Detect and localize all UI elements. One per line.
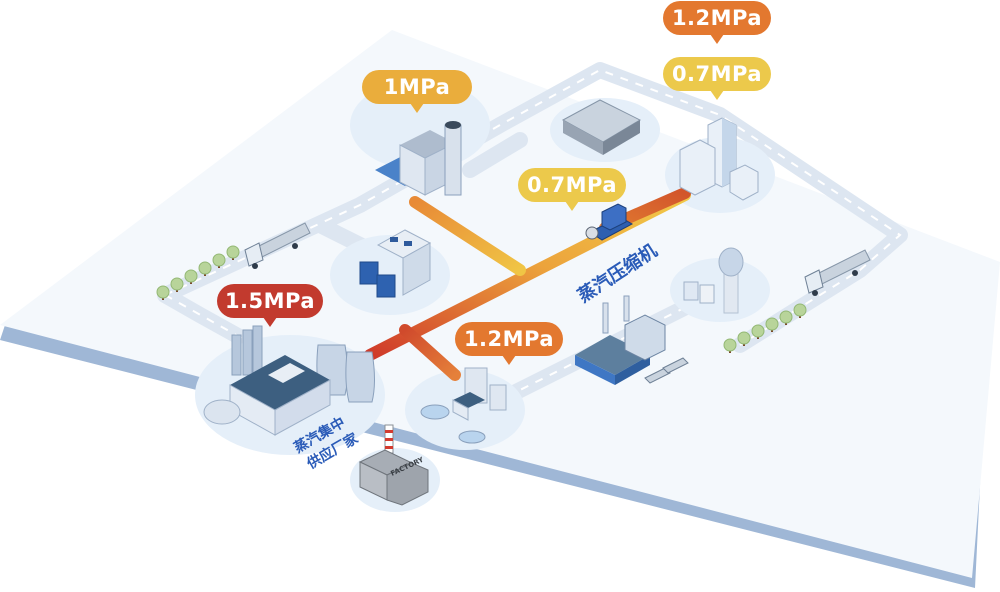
- chimney: [231, 334, 242, 376]
- road-dashes: [164, 68, 902, 401]
- pressure-tag-compressor: 0.7MPa: [518, 168, 626, 211]
- cooling-tower: [345, 351, 375, 403]
- tree-row-left: [156, 245, 240, 300]
- platform-top: [0, 30, 1000, 578]
- office-block: [729, 164, 759, 201]
- warehouse-wall: [603, 120, 640, 155]
- tree: [751, 324, 765, 339]
- supplier-wall: [274, 379, 331, 436]
- water-treatment-plant: [420, 367, 507, 444]
- tree: [793, 303, 807, 318]
- tree: [765, 317, 779, 332]
- pipe-branch-top-plant: [409, 196, 526, 276]
- chimney: [242, 329, 253, 376]
- platform: [0, 30, 1000, 588]
- pressure-tag-office-low: 0.7MPa: [663, 57, 771, 100]
- column-tower: [444, 124, 462, 196]
- chimney: [602, 302, 609, 334]
- road-segment: [462, 132, 528, 178]
- blue-tank: [359, 261, 379, 285]
- steam-pipes: [364, 187, 691, 381]
- solar-panel: [390, 237, 398, 242]
- clarifier-pool: [420, 404, 450, 420]
- column-tower-top: [445, 121, 461, 129]
- tree: [779, 310, 793, 325]
- industrial-complex: [575, 295, 689, 385]
- pressure-tag-supplier: 1.5MPa: [217, 284, 323, 327]
- storage-tank: [203, 399, 241, 425]
- road-dash-line: [164, 68, 902, 346]
- solar-panel: [404, 241, 412, 246]
- factory-wall: [386, 462, 429, 506]
- tanker-truck-left: [244, 222, 311, 269]
- tree: [170, 277, 184, 292]
- office-buildings: [679, 117, 759, 201]
- tanker-truck: [662, 357, 689, 374]
- building-roof: [400, 130, 455, 158]
- supplier-roof-block: [268, 363, 305, 383]
- tanker-truck-right: [804, 249, 871, 296]
- water-bottle-tank: [699, 284, 715, 304]
- pressure-tag-top-plant: 1MPa: [362, 70, 472, 113]
- complex-tower: [624, 314, 666, 361]
- water-tower-area: [683, 247, 744, 314]
- tree: [198, 261, 212, 276]
- compressor-fan: [585, 226, 599, 240]
- pressure-tag-water-treatment: 1.2MPa: [455, 322, 563, 365]
- tank-plant-wall: [402, 242, 431, 296]
- water-bottle-tank: [683, 281, 699, 301]
- tree: [737, 331, 751, 346]
- clarifier-pool: [458, 430, 486, 444]
- warehouse-wall: [563, 120, 603, 155]
- zone-water-tower: [670, 258, 770, 322]
- factory-building: FACTORY: [358, 424, 429, 506]
- tree: [723, 338, 737, 353]
- treatment-wall: [452, 399, 469, 421]
- pipe-branch-water-treatment: [399, 324, 461, 381]
- complex-wall: [615, 355, 650, 385]
- tanker-truck: [644, 367, 671, 384]
- tree: [184, 269, 198, 284]
- tree: [212, 253, 226, 268]
- storage-tank-plant: [359, 229, 432, 298]
- tree: [226, 245, 240, 260]
- road-dash-line: [499, 299, 701, 401]
- greenhouse-warehouse: [561, 99, 642, 155]
- water-tower-tank: [718, 247, 744, 277]
- supplier-roof: [230, 355, 330, 410]
- tree-row-right: [723, 303, 807, 353]
- office-tower-side: [722, 118, 736, 187]
- top-processing-plant: [375, 121, 462, 196]
- road-segment: [157, 287, 253, 348]
- chimney: [623, 295, 630, 322]
- pressure-tag-office-high: 1.2MPa: [663, 1, 771, 44]
- chimney: [252, 325, 263, 376]
- silo: [489, 384, 507, 411]
- tree: [156, 285, 170, 300]
- steam-compressor: [585, 203, 634, 241]
- steam-supplier-plant: [203, 325, 375, 436]
- blue-tank: [376, 274, 396, 298]
- complex-wall: [575, 355, 615, 385]
- office-block: [679, 139, 716, 196]
- compressor-motor: [601, 203, 627, 231]
- complex-roof: [575, 335, 650, 375]
